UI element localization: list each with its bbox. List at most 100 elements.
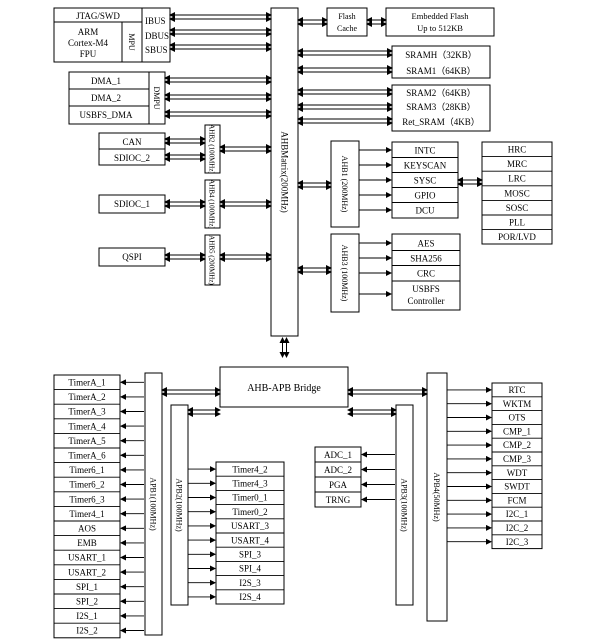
apb2-item: USART_3 [231,521,269,531]
apb2-item: I2S_4 [239,592,261,602]
ahb1-periph-box [391,141,459,219]
ahb1-bar [330,140,360,228]
ret-sram-label: Ret_SRAM（4KB） [402,117,480,127]
apb4-item: I2C_1 [506,509,529,519]
dbus-label: DBUS [145,31,169,41]
apb4-item: I2C_2 [506,523,529,533]
sram-h-1-box [391,45,491,79]
apb3-item: ADC_2 [324,465,352,475]
sramh-label: SRAMH（32KB） [405,50,477,60]
apb1-item: Timer6_1 [69,465,104,475]
bridge-apb2-arrow [187,407,221,417]
apb4-peripheral-list: RTCWKTMOTSCMP_1CMP_2CMP_3WDTSWDTFCMI2C_1… [491,382,543,550]
embedded-flash-arrow [366,17,387,27]
apb4-item: CMP_1 [503,426,531,436]
matrix-bridge-arrow [279,337,290,358]
clock-item: LRC [508,174,526,184]
clock-item: MRC [507,159,527,169]
apb4-item: I2C_3 [506,537,529,547]
apb1-item: TimerA_6 [68,451,106,461]
apb3-bar [395,404,414,606]
apb4-label: APB4(50MHz) [432,472,441,522]
apb2-item: Timer0_2 [232,507,267,517]
ahb4-matrix-arrow [219,199,272,209]
apb2-item: Timer4_3 [232,479,268,489]
apb2-peripheral-list: Timer4_2Timer4_3Timer0_1Timer0_2USART_3U… [215,461,285,605]
ahb5-label: AHB5 (200MHz) [208,235,216,285]
dmpu-label: DMPU [152,86,161,109]
can-label: CAN [122,137,142,147]
sdioc1-arrow [164,199,206,209]
ahb-matrix-bar [270,7,299,337]
sram-arrow-5 [297,116,393,126]
sram-arrow-1 [297,48,393,58]
sram-arrow-3 [297,87,393,97]
cpu-bus-arrow-2 [169,27,272,37]
cpu-bus-arrow-1 [169,12,272,22]
apb1-item: SPI_1 [76,582,98,592]
dma-2-label: DMA_2 [91,93,121,103]
sram1-label: SRAM1（64KB） [406,66,476,76]
ahb-small-buses: AHB2 (100MHz) AHB4 (100MHz) AHB5 (200MHz… [204,124,221,286]
ahb3-item: CRC [417,269,435,279]
left-peripherals: CAN SDIOC_2 SDIOC_1 QSPI [98,132,166,267]
ahb3-matrix-arrow [297,265,332,275]
ahb5-matrix-arrow [219,252,272,262]
apb4-item: FCM [507,495,526,505]
flash-size-label: Up to 512KB [417,23,463,33]
sbus-label: SBUS [145,45,168,55]
qspi-arrow [164,252,206,262]
flash-label: Flash [338,12,355,21]
apb1-item: TimerA_2 [68,392,105,402]
ahb2-matrix-arrow [219,144,272,154]
apb2-label: APB2(100MHz) [175,478,184,532]
clock-item: HRC [508,145,527,155]
sdioc2-arrow [164,152,206,162]
apb2-item: Timer4_2 [232,464,267,474]
apb2-bar [170,404,189,606]
ahb1-label: AHB1 (200MHz) [340,156,349,213]
apb4-item: WKTM [503,399,532,409]
jtag-label: JTAG/SWD [76,11,120,21]
apb4-item: SWDT [504,482,530,492]
clock-item: PLL [509,218,525,228]
apb2-item: SPI_3 [239,550,262,560]
apb1-item: TimerA_4 [68,421,106,431]
apb2-item: Timer0_1 [232,493,267,503]
ahb3-label: AHB3 (100MHz) [340,245,349,302]
flash-cache-arrow [297,17,328,27]
apb3-item: TRNG [326,495,351,505]
ahb3-item: AES [417,239,434,249]
ahb3-item: SHA256 [410,254,442,264]
apb1-item: USART_1 [68,553,106,563]
apb1-item: TimerA_5 [68,436,106,446]
apb1-item: EMB [77,538,97,548]
apb2-item: I2S_3 [239,578,261,588]
apb1-item: TimerA_3 [68,407,106,417]
clock-item: POR/LVD [498,232,536,242]
qspi-label: QSPI [122,252,142,262]
apb1-item: USART_2 [68,567,106,577]
bus-connectors [120,12,492,634]
clock-box [481,141,553,245]
cpu-block: JTAG/SWD ARM Cortex-M4 FPU MPU IBUS DBUS… [53,7,171,63]
ahb3-periph-box [391,233,461,311]
ahb1-matrix-arrow [297,180,332,190]
ahb1-item: DCU [415,206,435,216]
apb4-item: WDT [507,468,528,478]
apb1-item: Timer6_2 [69,480,104,490]
apb1-item: Timer6_3 [69,494,105,504]
arm-label: ARM [78,27,99,37]
usbfs-dma-label: USBFS_DMA [79,110,133,120]
ahb1-item: GPIO [414,191,436,201]
dma-block: DMA_1 DMA_2 USBFS_DMA DMPU [68,71,166,125]
bridge-label: AHB-APB Bridge [247,383,321,394]
can-arrow [164,136,206,146]
sram-arrow-2 [297,65,393,75]
apb1-item: Timer4_1 [69,509,104,519]
apb3-item: ADC_1 [324,450,352,460]
